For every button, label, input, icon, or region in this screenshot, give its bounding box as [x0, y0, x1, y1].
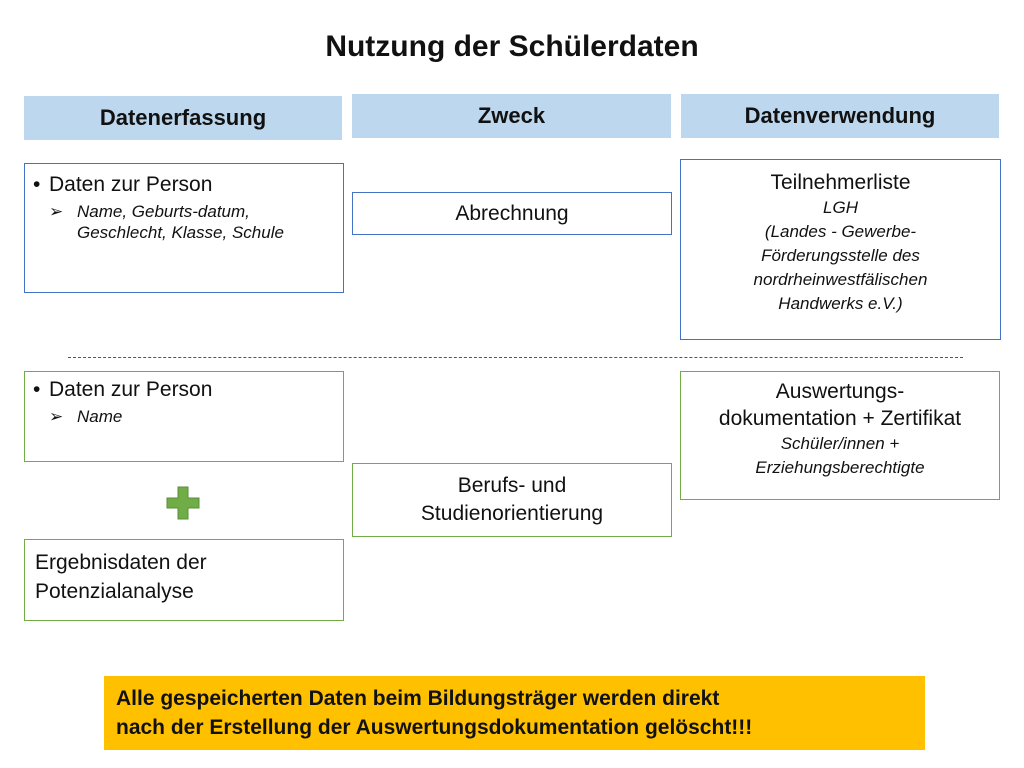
lower-verwendung-line: Schüler/innen +: [780, 434, 900, 453]
page-title: Nutzung der Schülerdaten: [325, 30, 699, 63]
lower-bullet: • Daten zur Person: [25, 378, 343, 402]
ergebnis-box: Ergebnisdaten der Potenzialanalyse: [24, 539, 344, 621]
upper-verwendung-box: Teilnehmerliste LGH (Landes - Gewerbe- F…: [680, 159, 1001, 340]
column-header-zweck: Zweck: [352, 94, 671, 138]
section-divider: [68, 357, 963, 358]
upper-zweck-text: Abrechnung: [455, 201, 569, 225]
lower-verwendung-title: dokumentation + Zertifikat: [718, 407, 962, 430]
upper-verwendung-line: LGH: [823, 198, 858, 217]
lower-verwendung-box: Auswertungs- dokumentation + Zertifikat …: [680, 371, 1000, 500]
ergebnis-line: Potenzialanalyse: [35, 580, 194, 603]
plus-icon: [166, 486, 200, 520]
upper-zweck-box: Abrechnung: [352, 192, 672, 235]
bullet-dot: •: [33, 173, 41, 196]
arrow-bullet-icon: ➢: [49, 202, 64, 221]
lower-sub-item: ➢ Name: [25, 406, 343, 427]
bullet-dot: •: [33, 378, 41, 401]
lower-bullet-text: Daten zur Person: [49, 378, 213, 401]
ergebnis-line: Ergebnisdaten der: [35, 551, 207, 574]
notice-line: Alle gespeicherten Daten beim Bildungstr…: [116, 687, 720, 710]
lower-verwendung-title: Auswertungs-: [775, 380, 905, 403]
upper-verwendung-line: Förderungsstelle des: [761, 246, 920, 265]
upper-verwendung-title: Teilnehmerliste: [770, 171, 911, 194]
upper-sub-item: ➢ Name, Geburts-datum, Geschlecht, Klass…: [25, 201, 343, 243]
lower-zweck-line: Studienorientierung: [420, 502, 604, 525]
upper-verwendung-line: nordrheinwestfälischen: [753, 270, 928, 289]
upper-bullet: • Daten zur Person: [25, 173, 343, 197]
lower-sub-text: Name: [77, 407, 123, 426]
notice-line: nach der Erstellung der Auswertungsdokum…: [116, 716, 753, 739]
lower-verwendung-line: Erziehungsberechtigte: [755, 458, 925, 477]
upper-verwendung-line: (Landes - Gewerbe-: [764, 222, 917, 241]
upper-sub-text: Name, Geburts-datum, Geschlecht, Klasse,…: [77, 202, 284, 242]
column-header-datenverwendung: Datenverwendung: [681, 94, 999, 138]
arrow-bullet-icon: ➢: [49, 407, 64, 426]
upper-bullet-text: Daten zur Person: [49, 173, 213, 196]
upper-verwendung-line: Handwerks e.V.): [778, 294, 903, 313]
deletion-notice: Alle gespeicherten Daten beim Bildungstr…: [104, 676, 925, 750]
lower-zweck-box: Berufs- und Studienorientierung: [352, 463, 672, 537]
column-header-datenerfassung: Datenerfassung: [24, 96, 342, 140]
lower-erfassung-box: • Daten zur Person ➢ Name: [24, 371, 344, 462]
lower-zweck-line: Berufs- und: [457, 474, 567, 497]
upper-erfassung-box: • Daten zur Person ➢ Name, Geburts-datum,…: [24, 163, 344, 293]
